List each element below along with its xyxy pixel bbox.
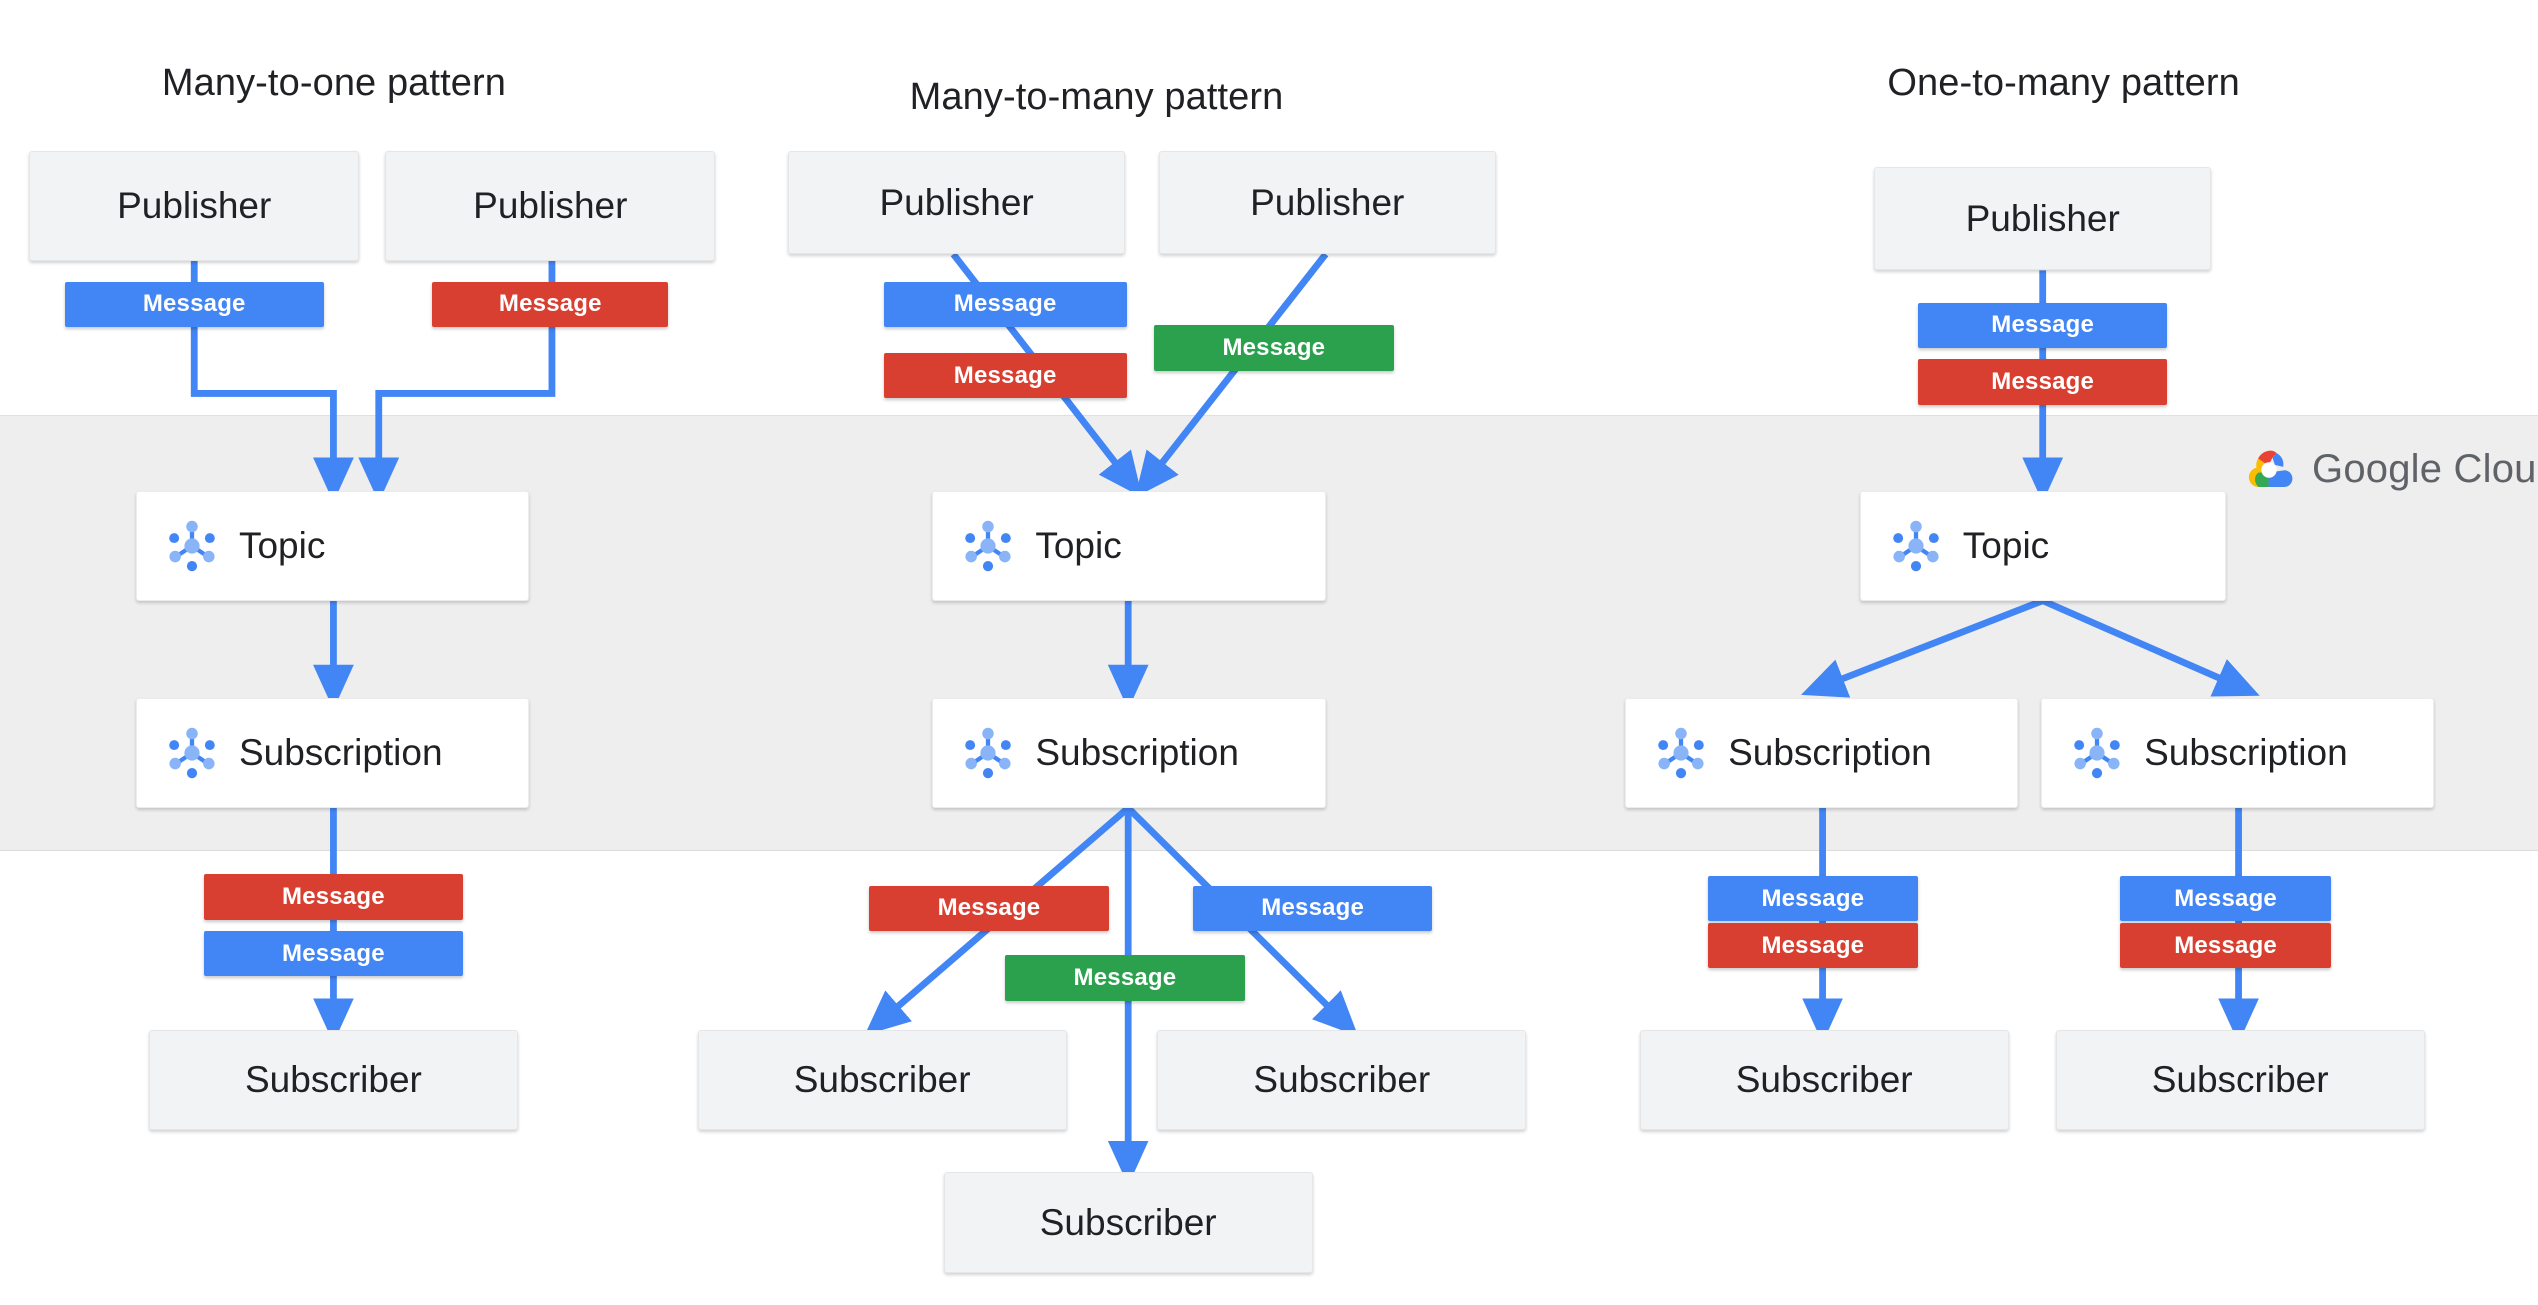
google-cloud-wordmark: Google Cloud — [2312, 447, 2538, 492]
publisher-many-to-one-0[interactable]: Publisher — [29, 150, 360, 261]
column-title-many-to-many: Many-to-many pattern — [909, 76, 1284, 119]
publisher-many-to-many-0[interactable]: Publisher — [788, 150, 1125, 255]
column-title-one-to-many: One-to-many pattern — [1887, 61, 2240, 104]
message-chip-many-to-many-4: Message — [1192, 885, 1433, 931]
pubsub-node-icon — [169, 727, 215, 779]
message-chip-one-to-many-5: Message — [2120, 922, 2331, 969]
message-chip-one-to-many-0: Message — [1918, 302, 2168, 349]
topic-one-to-many-0-label: Topic — [1962, 525, 2050, 567]
message-chip-many-to-many-0: Message — [883, 281, 1127, 328]
message-chip-many-to-many-3: Message — [869, 885, 1109, 931]
subscriber-many-to-many-2[interactable]: Subscriber — [943, 1172, 1313, 1273]
logo-word-cloud: Cloud — [2453, 447, 2538, 491]
subscription-one-to-many-0-label: Subscription — [1728, 732, 1932, 774]
google-cloud-cloud-icon — [2248, 450, 2293, 487]
subscription-one-to-many-1[interactable]: Subscription — [2041, 697, 2435, 808]
message-chip-many-to-one-0: Message — [64, 281, 324, 328]
subscriber-many-to-many-0[interactable]: Subscriber — [697, 1029, 1067, 1131]
publisher-many-to-one-0-label: Publisher — [117, 185, 272, 227]
subscription-many-to-one-0-label: Subscription — [238, 732, 443, 774]
subscriber-many-to-many-0-label: Subscriber — [793, 1059, 971, 1101]
pubsub-node-icon — [965, 520, 1012, 571]
topic-many-to-one-0[interactable]: Topic — [135, 490, 530, 601]
message-chip-one-to-many-4: Message — [2120, 875, 2331, 922]
pubsub-node-icon — [1658, 727, 1704, 779]
publisher-many-to-one-1-label: Publisher — [473, 185, 628, 227]
subscription-many-to-many-0-label: Subscription — [1035, 732, 1239, 774]
publisher-many-to-many-0-label: Publisher — [879, 181, 1034, 223]
pubsub-node-icon — [1893, 520, 1939, 571]
message-chip-many-to-one-3: Message — [203, 930, 463, 977]
logo-word-google: Google — [2312, 447, 2443, 491]
publisher-many-to-one-1[interactable]: Publisher — [385, 150, 716, 261]
subscription-many-to-one-0[interactable]: Subscription — [135, 697, 530, 808]
subscriber-one-to-many-0[interactable]: Subscriber — [1639, 1029, 2009, 1131]
subscription-many-to-many-0[interactable]: Subscription — [932, 697, 1326, 808]
subscriber-many-to-many-1[interactable]: Subscriber — [1157, 1029, 1527, 1131]
publisher-many-to-many-1[interactable]: Publisher — [1158, 150, 1496, 255]
subscriber-many-to-many-1-label: Subscriber — [1253, 1059, 1431, 1101]
publisher-one-to-many-0[interactable]: Publisher — [1874, 166, 2212, 271]
message-chip-one-to-many-3: Message — [1707, 922, 1919, 969]
subscriber-one-to-many-1[interactable]: Subscriber — [2055, 1029, 2425, 1131]
column-title-many-to-one: Many-to-one pattern — [161, 61, 506, 104]
pubsub-node-icon — [169, 520, 215, 571]
subscriber-many-to-one-0[interactable]: Subscriber — [148, 1029, 518, 1131]
publisher-many-to-many-1-label: Publisher — [1250, 181, 1405, 223]
subscriber-many-to-one-0-label: Subscriber — [244, 1059, 422, 1101]
message-chip-many-to-many-2: Message — [1154, 325, 1394, 371]
google-cloud-logo: Google Cloud — [2242, 447, 2538, 492]
topic-many-to-one-0-label: Topic — [238, 525, 326, 567]
topic-many-to-many-0-label: Topic — [1035, 525, 1122, 567]
topic-many-to-many-0[interactable]: Topic — [932, 490, 1326, 601]
message-chip-one-to-many-2: Message — [1707, 875, 1919, 922]
topic-one-to-many-0[interactable]: Topic — [1859, 490, 2226, 601]
pubsub-node-icon — [965, 727, 1012, 779]
message-chip-many-to-one-1: Message — [432, 281, 669, 328]
subscriber-many-to-many-2-label: Subscriber — [1039, 1201, 1217, 1243]
subscriber-one-to-many-0-label: Subscriber — [1735, 1059, 1913, 1101]
subscription-one-to-many-0[interactable]: Subscription — [1625, 697, 2019, 808]
pubsub-node-icon — [2074, 727, 2120, 779]
message-chip-many-to-many-5: Message — [1005, 955, 1245, 1001]
message-chip-many-to-one-2: Message — [203, 874, 463, 920]
message-chip-one-to-many-1: Message — [1918, 359, 2168, 405]
message-chip-many-to-many-1: Message — [883, 352, 1127, 399]
subscriber-one-to-many-1-label: Subscriber — [2151, 1059, 2329, 1101]
subscription-one-to-many-1-label: Subscription — [2144, 732, 2348, 774]
publisher-one-to-many-0-label: Publisher — [1965, 198, 2120, 240]
